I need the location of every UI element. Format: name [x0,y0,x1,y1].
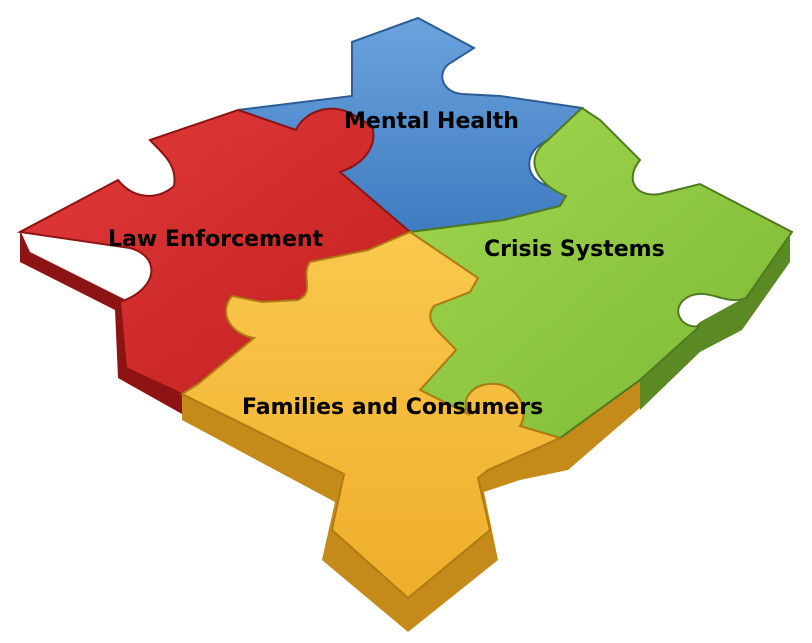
families-consumers-piece [179,230,563,600]
crisis-systems-piece-side [640,232,790,410]
law-enforcement-label: Law Enforcement [108,227,324,252]
crisis-systems-label: Crisis Systems [484,237,665,262]
families-consumers-label: Families and Consumers [242,395,543,420]
mental-health-label: Mental Health [344,109,519,134]
